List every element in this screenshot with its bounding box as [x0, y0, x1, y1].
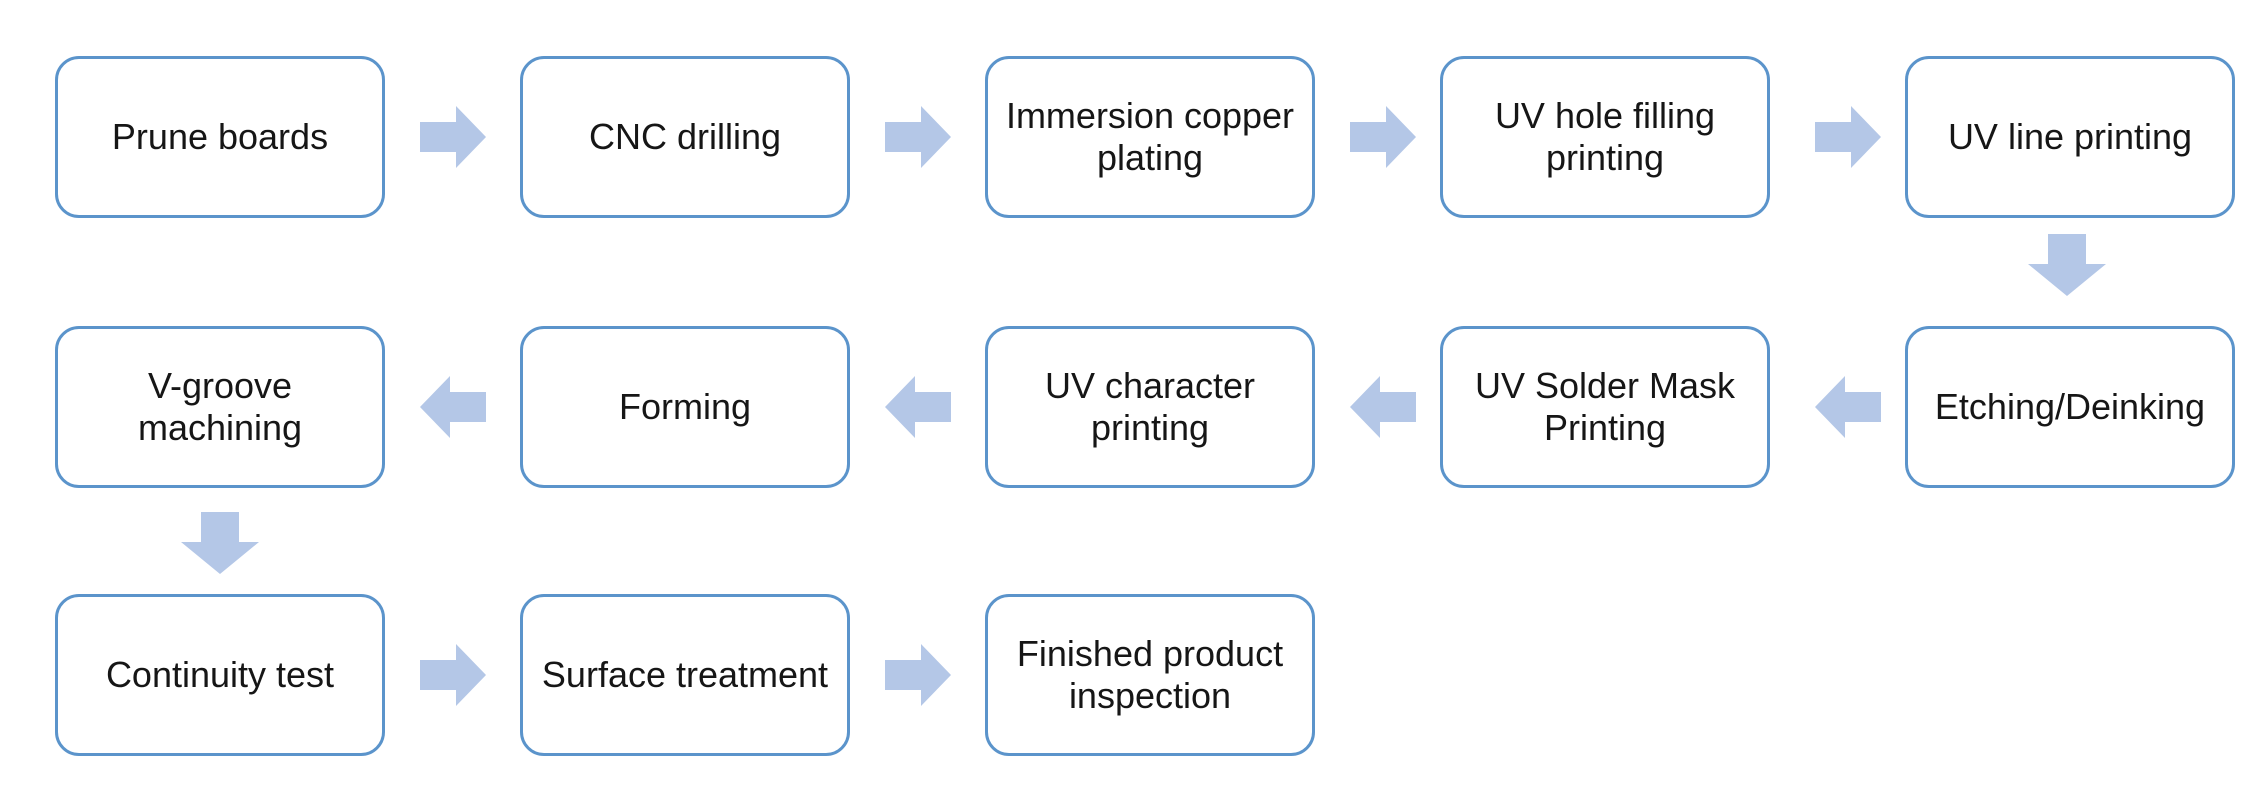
node-label-uv-character-printing: UV character printing — [1044, 364, 1256, 448]
arrow-right-icon — [885, 106, 951, 168]
arrow-right-icon — [885, 644, 951, 706]
flowchart-node-immersion-copper-plating: Immersion copper plating — [985, 56, 1315, 218]
node-label-continuity-test: Continuity test — [105, 653, 335, 695]
flowchart-node-uv-hole-filling-printing: UV hole filling printing — [1440, 56, 1770, 218]
flowchart-node-uv-character-printing: UV character printing — [985, 326, 1315, 488]
node-label-surface-treatment: Surface treatment — [541, 653, 829, 695]
node-label-forming: Forming — [618, 385, 752, 427]
flowchart-node-etching-deinking: Etching/Deinking — [1905, 326, 2235, 488]
arrow-right-icon — [1815, 106, 1881, 168]
node-label-etching-deinking: Etching/Deinking — [1934, 385, 2206, 427]
node-label-uv-hole-filling-printing: UV hole filling printing — [1494, 94, 1716, 178]
flowchart-node-cnc-drilling: CNC drilling — [520, 56, 850, 218]
flowchart-node-uv-solder-mask-printing: UV Solder Mask Printing — [1440, 326, 1770, 488]
node-label-prune-boards: Prune boards — [111, 115, 329, 157]
flowchart-node-prune-boards: Prune boards — [55, 56, 385, 218]
node-label-uv-line-printing: UV line printing — [1947, 115, 2193, 157]
arrow-left-icon — [420, 376, 486, 438]
arrow-down-icon — [2028, 234, 2106, 296]
node-label-immersion-copper-plating: Immersion copper plating — [1005, 94, 1295, 178]
flowchart-node-forming: Forming — [520, 326, 850, 488]
node-label-finished-product-inspection: Finished product inspection — [1016, 632, 1284, 716]
flowchart-node-continuity-test: Continuity test — [55, 594, 385, 756]
node-label-v-groove-machining: V-groove machining — [137, 364, 303, 448]
arrow-left-icon — [885, 376, 951, 438]
flowchart-node-finished-product-inspection: Finished product inspection — [985, 594, 1315, 756]
arrow-right-icon — [420, 106, 486, 168]
flowchart-node-surface-treatment: Surface treatment — [520, 594, 850, 756]
flowchart-node-v-groove-machining: V-groove machining — [55, 326, 385, 488]
node-label-uv-solder-mask-printing: UV Solder Mask Printing — [1474, 364, 1736, 448]
node-label-cnc-drilling: CNC drilling — [588, 115, 782, 157]
flowchart-node-uv-line-printing: UV line printing — [1905, 56, 2235, 218]
arrow-left-icon — [1350, 376, 1416, 438]
arrow-down-icon — [181, 512, 259, 574]
arrow-left-icon — [1815, 376, 1881, 438]
arrow-right-icon — [1350, 106, 1416, 168]
arrow-right-icon — [420, 644, 486, 706]
